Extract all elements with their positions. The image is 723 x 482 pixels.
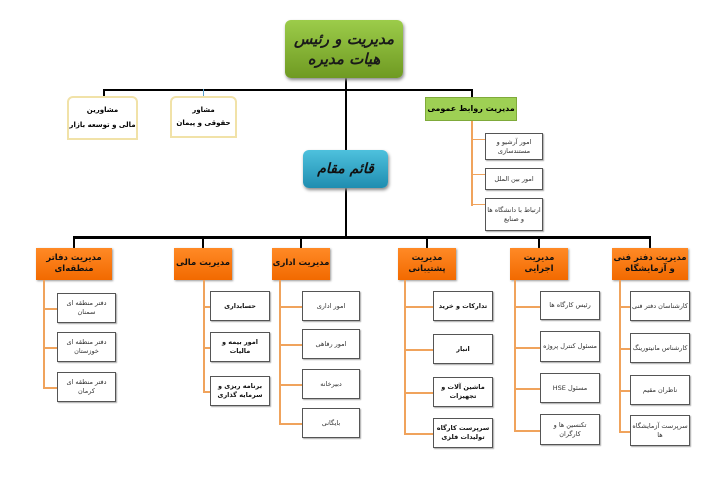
pr-box: مدیریت روابط عمومی <box>425 97 517 121</box>
connector <box>43 347 57 349</box>
sub-unit-box: تکنسین ها و کارگران <box>540 414 600 445</box>
department-box: مدیریت دفاتر منطقه‌ای <box>36 248 112 280</box>
sub-unit-box: حسابداری <box>210 291 270 321</box>
connector <box>203 391 210 393</box>
connector <box>619 431 630 433</box>
connector <box>73 236 651 239</box>
connector <box>619 348 630 350</box>
connector <box>471 89 473 97</box>
sub-unit-box: سرپرست آزمایشگاه ها <box>630 415 690 446</box>
department-box: مدیریت مالی <box>174 248 232 280</box>
connector <box>649 237 651 248</box>
connector <box>514 430 540 432</box>
sub-unit-box: دبیرخانه <box>302 369 360 399</box>
connector <box>279 344 302 346</box>
sub-unit-box: امور اداری <box>302 291 360 321</box>
connector <box>514 347 540 349</box>
connector <box>103 89 105 97</box>
connector <box>619 390 630 392</box>
connector <box>538 237 540 248</box>
connector <box>471 204 485 205</box>
connector <box>404 392 433 394</box>
connector <box>279 280 281 423</box>
sub-unit-box: ناظران مقیم <box>630 375 690 405</box>
sub-unit-box: دفتر منطقه ای خوزستان <box>57 332 116 362</box>
connector <box>471 174 485 175</box>
advisor-legal-box: مشاور حقوقی و پیمان <box>170 96 237 138</box>
deputy-box: قائم مقام <box>303 150 388 188</box>
connector <box>203 347 210 349</box>
connector <box>404 280 406 433</box>
sub-unit-box: مسئول کنترل پروژه <box>540 331 600 362</box>
connector <box>103 89 473 91</box>
connector <box>404 306 433 308</box>
pr-child-box: ارتباط با دانشگاه ها و صنایع <box>485 198 543 231</box>
sub-unit-box: امور بیمه و مالیات <box>210 332 270 362</box>
sub-unit-box: سرپرست کارگاه تولیدات فلزی <box>433 418 493 448</box>
connector <box>43 308 57 310</box>
connector <box>203 280 205 391</box>
department-box: مدیریت پشتیبانی <box>398 248 456 280</box>
sub-unit-box: بایگانی <box>302 408 360 438</box>
department-box: مدیریت اداری <box>272 248 330 280</box>
connector <box>426 237 428 248</box>
connector <box>43 280 45 387</box>
connector <box>279 423 302 425</box>
advisor-title: مشاور <box>192 105 215 114</box>
connector <box>404 349 433 351</box>
sub-unit-box: امور رفاهی <box>302 329 360 359</box>
connector <box>514 280 516 430</box>
sub-unit-box: دفتر منطقه ای کرمان <box>57 372 116 402</box>
advisor-subtitle: مالی و توسعه بازار <box>69 121 136 129</box>
advisor-title: مشاورین <box>86 105 119 114</box>
connector <box>300 237 302 248</box>
sub-unit-box: کارشناسان دفتر فنی <box>630 291 690 321</box>
sub-unit-box: مسئول HSE <box>540 373 600 403</box>
advisor-finance-box: مشاورین مالی و توسعه بازار <box>67 96 138 140</box>
advisor-subtitle: حقوقی و پیمان <box>176 119 231 127</box>
department-box: مدیریت اجرایی <box>510 248 568 280</box>
connector <box>619 280 621 431</box>
sub-unit-box: ماشین آلات و تجهیزات <box>433 377 493 407</box>
sub-unit-box: رئیس کارگاه ها <box>540 291 600 320</box>
connector <box>619 306 630 308</box>
department-box: مدیریت دفتر فنی و آزمایشگاه <box>612 248 688 280</box>
connector <box>73 237 75 248</box>
connector <box>279 306 302 308</box>
connector <box>404 433 433 435</box>
sub-unit-box: دفتر منطقه ای سمنان <box>57 293 116 323</box>
pr-child-box: امور آرشیو و مستندسازی <box>485 133 543 160</box>
pr-child-box: امور بین الملل <box>485 168 543 190</box>
connector <box>202 237 204 248</box>
connector <box>514 388 540 390</box>
connector <box>279 384 302 386</box>
sub-unit-box: برنامه ریزی و سرمایه گذاری <box>210 376 270 406</box>
sub-unit-box: انبار <box>433 334 493 364</box>
sub-unit-box: تدارکات و خرید <box>433 291 493 321</box>
sub-unit-box: کارشناس مانیتورینگ <box>630 333 690 363</box>
connector <box>43 387 57 389</box>
connector <box>203 89 204 97</box>
connector <box>203 306 210 308</box>
ceo-box: مدیریت و رئیس هیات مدیره <box>285 20 403 78</box>
connector <box>514 306 540 308</box>
connector <box>471 139 485 140</box>
connector <box>471 121 473 206</box>
